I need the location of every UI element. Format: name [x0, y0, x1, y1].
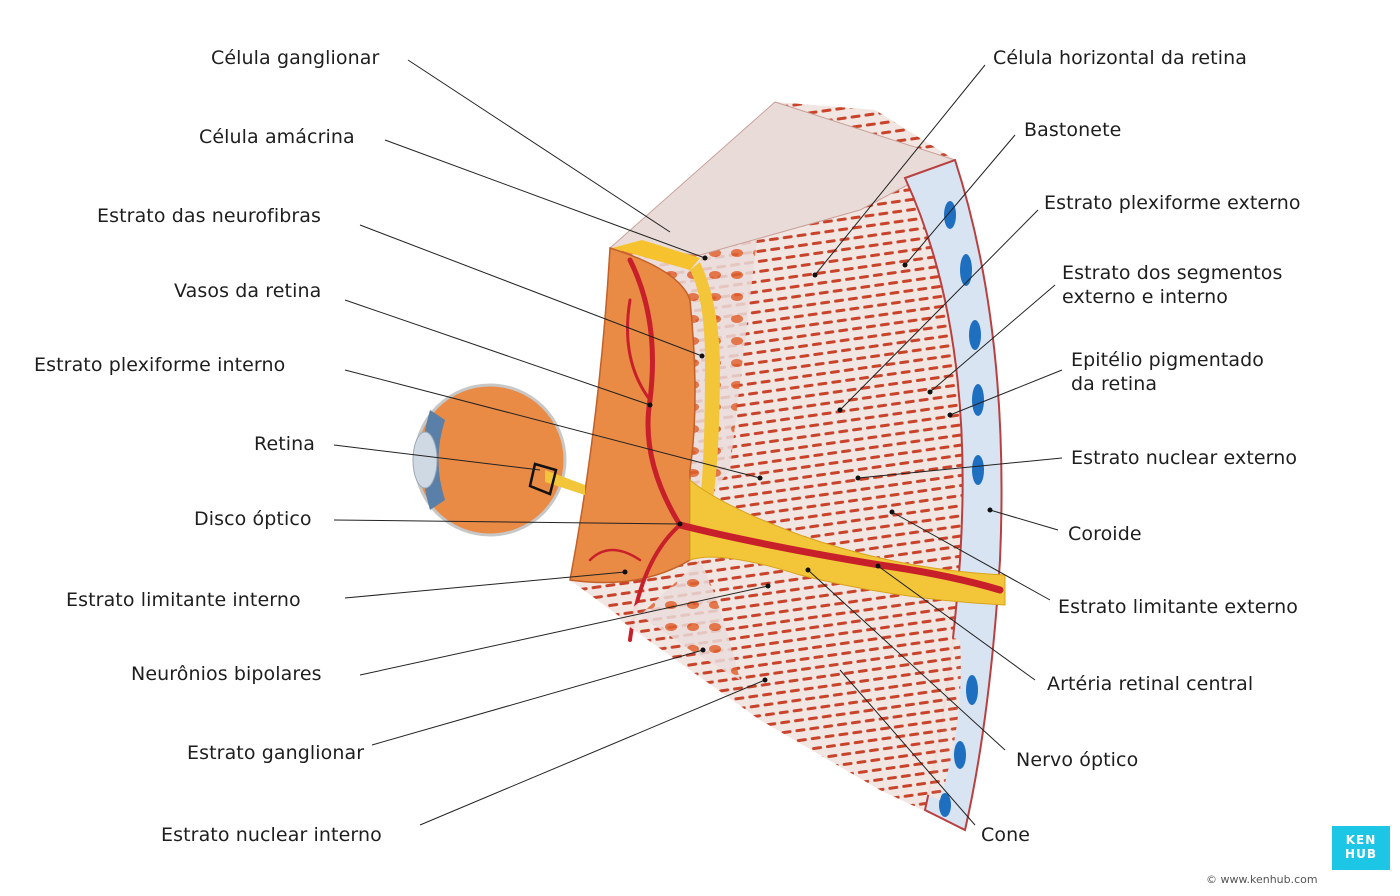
- label-outer-nuclear: Estrato nuclear externo: [1071, 447, 1298, 469]
- label-rpe-line2: da retina: [1071, 373, 1158, 395]
- label-segments-line2: externo e interno: [1062, 286, 1228, 308]
- label-inner-nuclear: Estrato nuclear interno: [161, 824, 382, 846]
- label-outer-limiting: Estrato limitante externo: [1058, 596, 1298, 618]
- website-credit: © www.kenhub.com: [1206, 873, 1318, 886]
- label-amacrine-cell: Célula amácrina: [199, 126, 355, 148]
- label-nerve-fiber-layer: Estrato das neurofibras: [97, 205, 322, 227]
- label-inner-limiting: Estrato limitante interno: [66, 589, 301, 611]
- label-optic-disc: Disco óptico: [194, 508, 312, 530]
- label-central-artery: Artéria retinal central: [1047, 673, 1254, 695]
- leader-dots: [622, 255, 993, 683]
- retina-slice: [569, 101, 1006, 832]
- kenhub-logo: KEN HUB: [1332, 826, 1390, 870]
- label-inner-plexiform: Estrato plexiforme interno: [34, 354, 286, 376]
- eyeball-icon: [412, 383, 585, 537]
- label-ganglion-layer: Estrato ganglionar: [187, 742, 365, 764]
- label-cone: Cone: [981, 824, 1031, 846]
- label-rpe: Epitélio pigmentado da retina: [1071, 348, 1371, 396]
- label-retinal-vessels: Vasos da retina: [174, 280, 322, 302]
- label-segments: Estrato dos segmentos externo e interno: [1062, 261, 1362, 309]
- label-retina: Retina: [254, 433, 316, 455]
- label-rod: Bastonete: [1024, 119, 1122, 141]
- label-ganglion-cell: Célula ganglionar: [211, 47, 380, 69]
- label-outer-plexiform: Estrato plexiforme externo: [1044, 192, 1301, 214]
- label-horizontal-cell: Célula horizontal da retina: [993, 47, 1247, 69]
- label-bipolar-neurons: Neurônios bipolares: [131, 663, 322, 685]
- label-segments-line1: Estrato dos segmentos: [1062, 262, 1283, 284]
- label-optic-nerve: Nervo óptico: [1016, 749, 1139, 771]
- leader-lines: [333, 59, 1063, 826]
- label-rpe-line1: Epitélio pigmentado: [1071, 349, 1265, 371]
- logo-line1: KEN: [1345, 833, 1377, 847]
- label-choroid: Coroide: [1068, 523, 1142, 545]
- logo-line2: HUB: [1345, 847, 1377, 861]
